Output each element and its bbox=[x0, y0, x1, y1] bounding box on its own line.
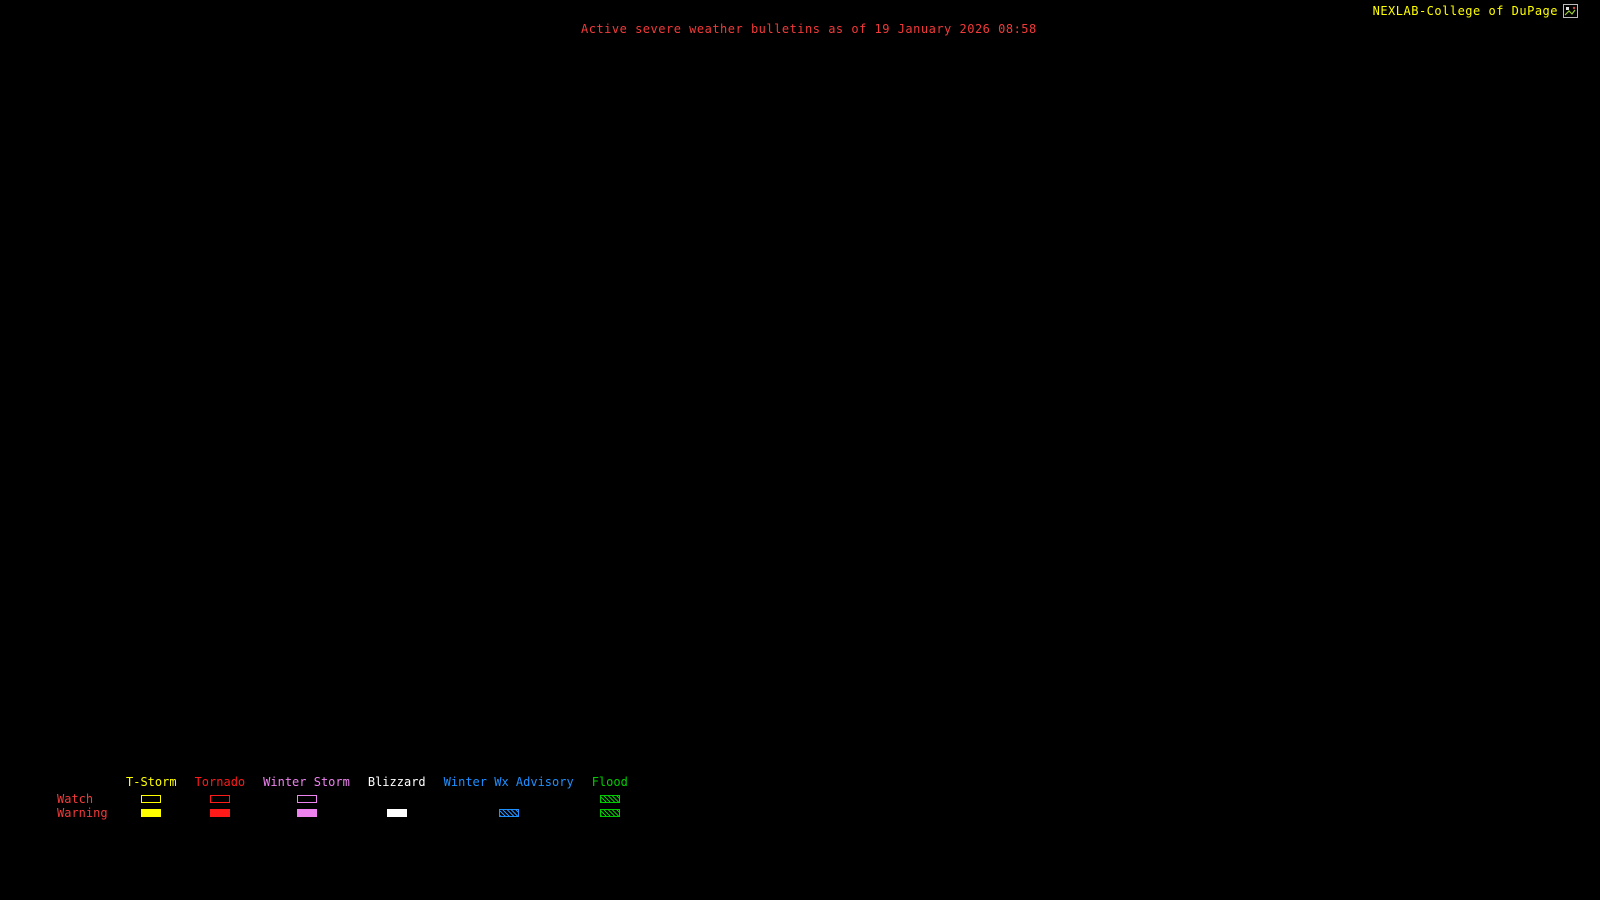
legend-swatch-warning bbox=[498, 809, 519, 817]
legend-swatch-row bbox=[296, 792, 317, 806]
legend-columns: T-Storm Tornado Winter Storm Blizzard Winter… bbox=[126, 776, 628, 820]
legend-swatch-row bbox=[499, 792, 519, 806]
legend-swatch-row bbox=[296, 806, 317, 820]
site-title: NEXLAB-College of DuPage bbox=[1372, 4, 1558, 18]
map-canvas bbox=[0, 40, 1600, 760]
legend: Watch Warning T-Storm Tornado Winter Storm… bbox=[57, 776, 628, 821]
legend-swatch-row bbox=[209, 792, 230, 806]
legend-column-label: Tornado bbox=[194, 775, 246, 789]
legend-column: Tornado bbox=[194, 775, 246, 820]
legend-swatch-row bbox=[209, 806, 230, 820]
legend-swatch-row bbox=[386, 806, 407, 820]
legend-swatch-row bbox=[141, 792, 162, 806]
legend-column-label: Winter Wx Advisory bbox=[443, 775, 574, 789]
legend-row-label-spacer bbox=[57, 776, 108, 792]
legend-column: Winter Storm bbox=[263, 776, 350, 820]
legend-swatch-watch bbox=[599, 795, 620, 803]
legend-swatch-row bbox=[387, 792, 407, 806]
legend-swatch-warning bbox=[296, 809, 317, 817]
legend-column-label: Blizzard bbox=[367, 775, 426, 789]
legend-column-label: T-Storm bbox=[126, 775, 177, 789]
legend-swatch-row bbox=[141, 806, 162, 820]
legend-swatch-warning bbox=[209, 809, 230, 817]
bulletin-status-text: Active severe weather bulletins as of 19… bbox=[581, 22, 1037, 36]
legend-swatch-watch bbox=[141, 795, 162, 803]
legend-swatch-row bbox=[599, 806, 620, 820]
legend-swatch-watch bbox=[209, 795, 230, 803]
legend-row-labels: Watch Warning bbox=[57, 776, 108, 820]
legend-column-label: Flood bbox=[591, 775, 628, 789]
legend-swatch-warning bbox=[599, 809, 620, 817]
legend-column: Winter Wx Advisory bbox=[444, 776, 574, 820]
legend-column-label: Winter Storm bbox=[263, 775, 350, 789]
legend-row-label-warning: Warning bbox=[57, 806, 108, 820]
site-title-bar: NEXLAB-College of DuPage bbox=[1373, 4, 1578, 18]
legend-row-label-watch: Watch bbox=[57, 792, 94, 806]
legend-column: T-Storm bbox=[126, 776, 177, 820]
legend-swatch-warning bbox=[141, 809, 162, 817]
legend-swatch-watch bbox=[296, 795, 317, 803]
legend-swatch-row bbox=[599, 792, 620, 806]
legend-swatch-row bbox=[498, 806, 519, 820]
legend-column: Blizzard bbox=[368, 776, 426, 820]
legend-swatch-warning bbox=[386, 809, 407, 817]
legend-column: Flood bbox=[592, 776, 628, 820]
broken-image-icon bbox=[1563, 4, 1578, 18]
